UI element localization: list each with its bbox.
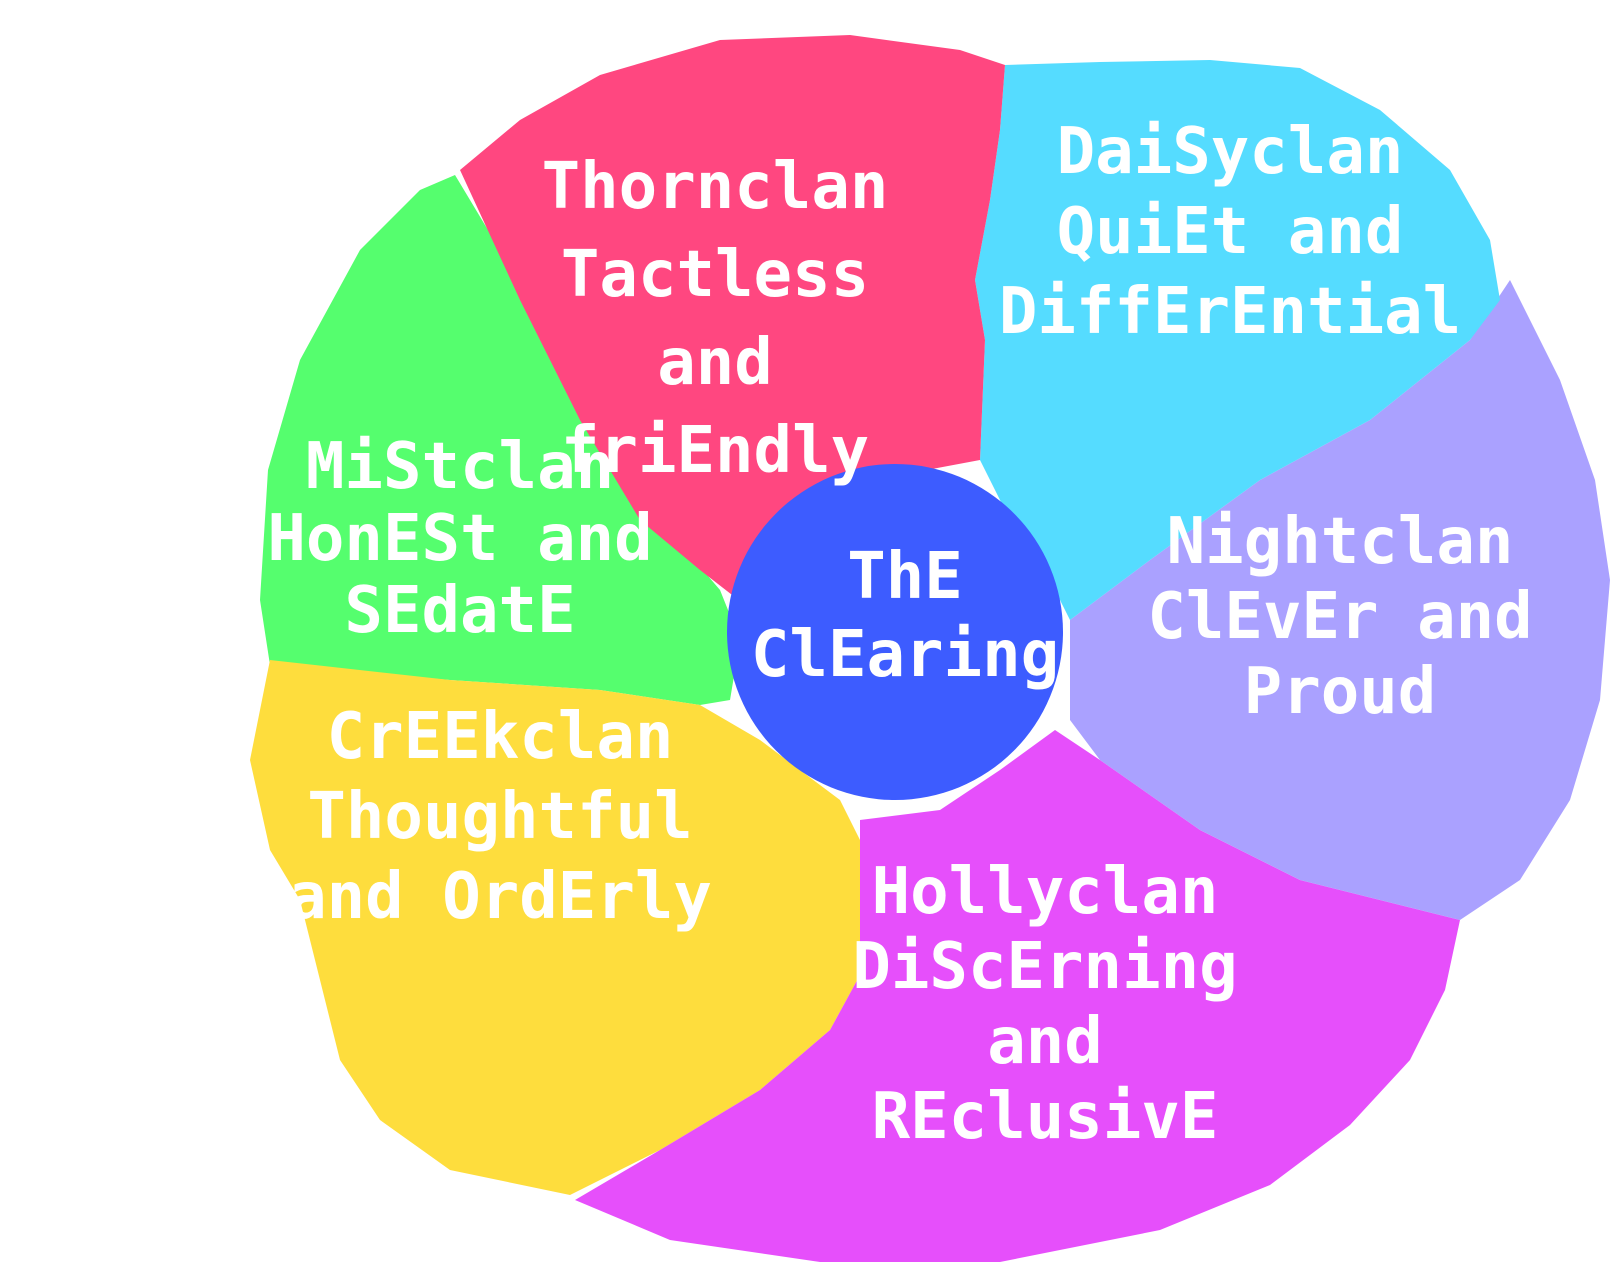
region-mistclan [260,175,740,705]
region-daisyclan [975,60,1500,620]
label-line: DiffErEntial [999,275,1461,349]
label-line: friEndly [561,414,869,488]
label-line: Thoughtful [307,780,692,854]
label-line: ThE [847,540,963,614]
region-hollyclan [575,730,1460,1262]
label-line: HonESt and [267,502,652,576]
label-line: and [987,1005,1103,1079]
label-line: SEdatE [344,574,575,648]
region-nightclan [1070,280,1610,920]
label-line: DiScErning [852,930,1237,1004]
label-line: ClEaring [751,618,1059,692]
label-line: Tactless [561,238,869,312]
label-line: Nightclan [1167,505,1514,579]
region-clearing [727,464,1063,800]
label-line: Hollyclan [872,855,1219,929]
region-thornclan [460,35,1005,605]
label-line: REclusivE [872,1080,1219,1154]
label-line: MiStclan [306,430,614,504]
label-line: DaiSyclan [1057,115,1404,189]
label-line: QuiEt and [1057,195,1404,269]
label-line: ClEvEr and [1147,580,1532,654]
label-line: Thornclan [542,150,889,224]
label-line: and OrdErly [288,860,712,934]
region-creekclan [250,660,865,1195]
label-line: CrEEkclan [327,700,674,774]
label-line: Proud [1244,655,1437,729]
label-line: and [657,326,773,400]
